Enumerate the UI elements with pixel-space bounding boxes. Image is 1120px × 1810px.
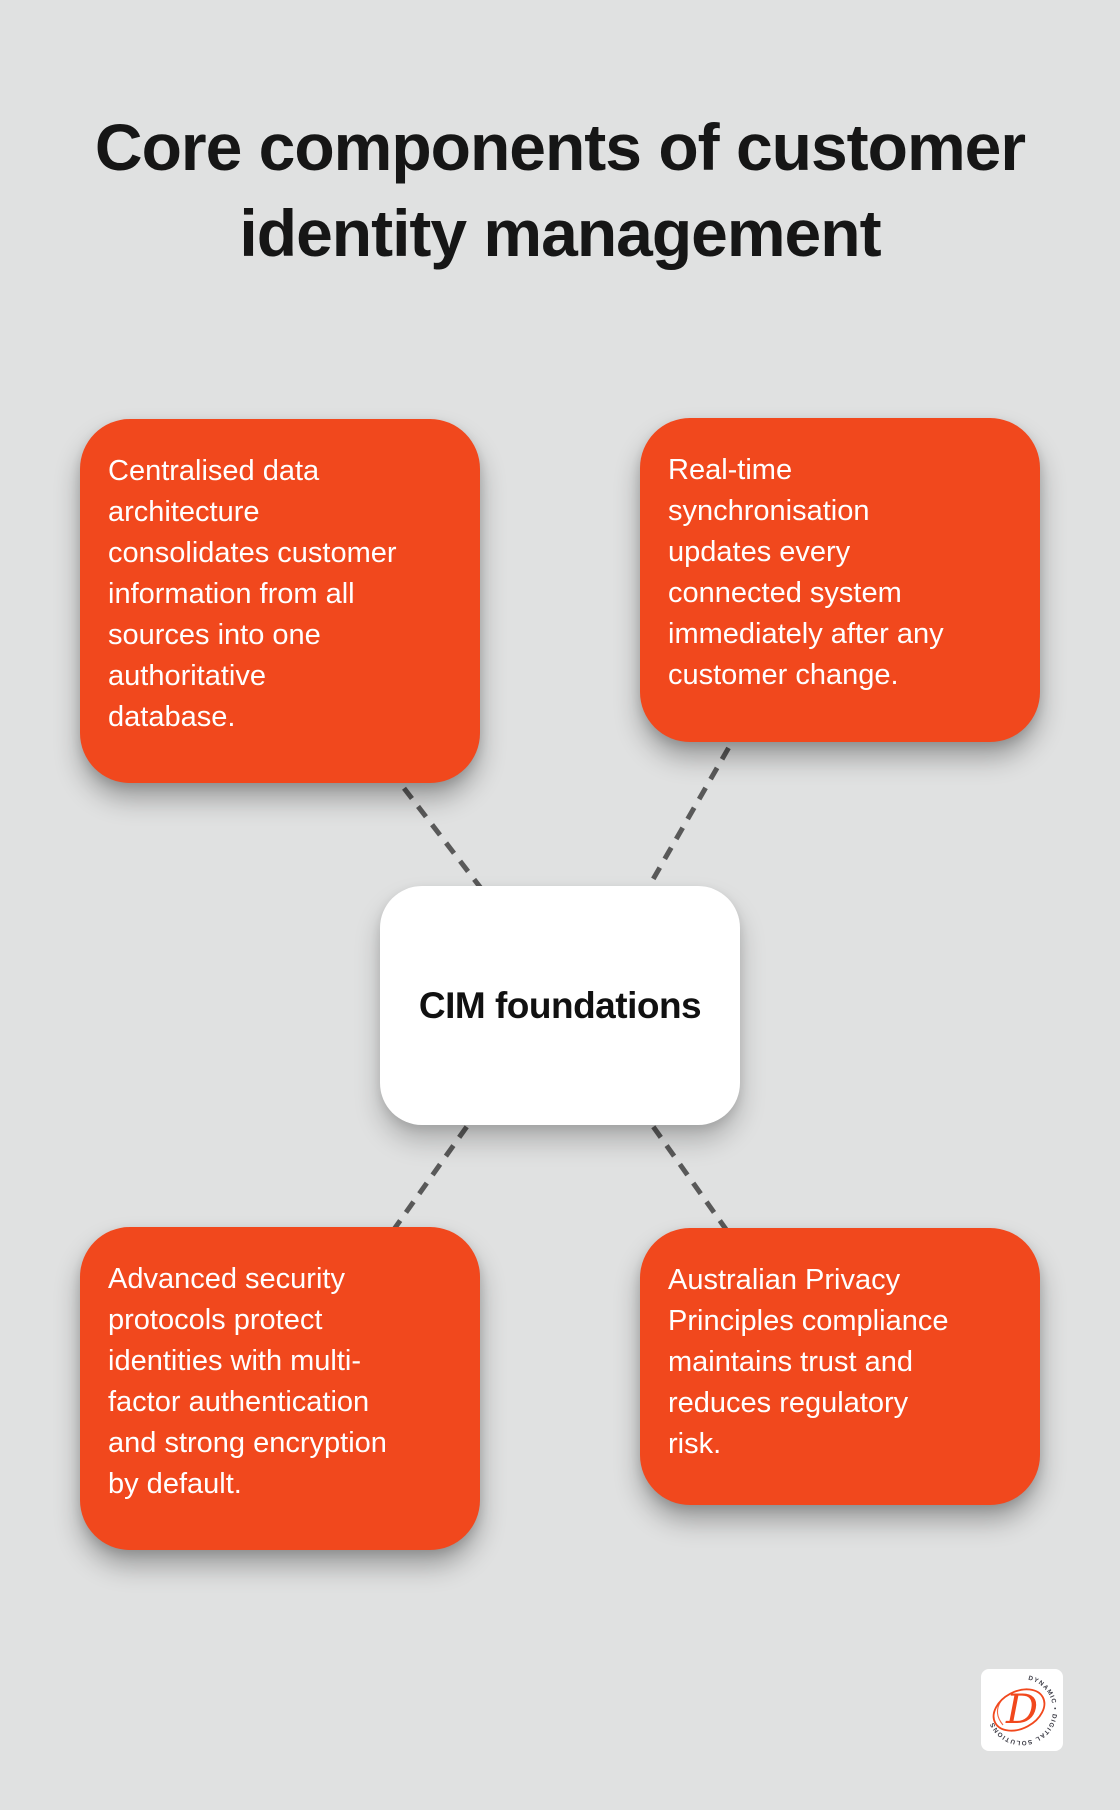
page-title: Core components of customer identity man… <box>94 110 1026 270</box>
connector-line-top-left <box>388 768 492 902</box>
node-card-advanced-security-protocols: Advanced security protocols protect iden… <box>80 1227 480 1550</box>
connector-line-bottom-right <box>637 1106 738 1244</box>
node-card-australian-privacy-principles: Australian Privacy Principles compliance… <box>640 1228 1040 1505</box>
node-text-australian-privacy-principles: Australian Privacy Principles compliance… <box>668 1264 949 1460</box>
node-text-centralised-data-architecture: Centralised data architecture consolidat… <box>108 455 397 733</box>
node-card-real-time-synchronisation: Real-time synchronisation updates every … <box>640 418 1040 742</box>
dynamic-digital-solutions-logo: D DYNAMIC • DIGITAL SOLUTIONS <box>981 1669 1063 1751</box>
logo-swirl-accent-stroke <box>996 1700 1004 1726</box>
center-node-label: CIM foundations <box>418 984 702 1026</box>
node-card-centralised-data-architecture: Centralised data architecture consolidat… <box>80 419 480 783</box>
logo-monogram: D <box>1005 1687 1038 1733</box>
center-node-cim-foundations: CIM foundations <box>380 886 740 1125</box>
node-text-real-time-synchronisation: Real-time synchronisation updates every … <box>668 454 944 691</box>
connector-line-bottom-left <box>382 1106 483 1244</box>
logo-swirl-ellipse-icon <box>992 1688 1046 1732</box>
node-text-advanced-security-protocols: Advanced security protocols protect iden… <box>108 1263 387 1500</box>
logo-background <box>981 1669 1063 1751</box>
connector-line-top-right <box>637 726 743 904</box>
